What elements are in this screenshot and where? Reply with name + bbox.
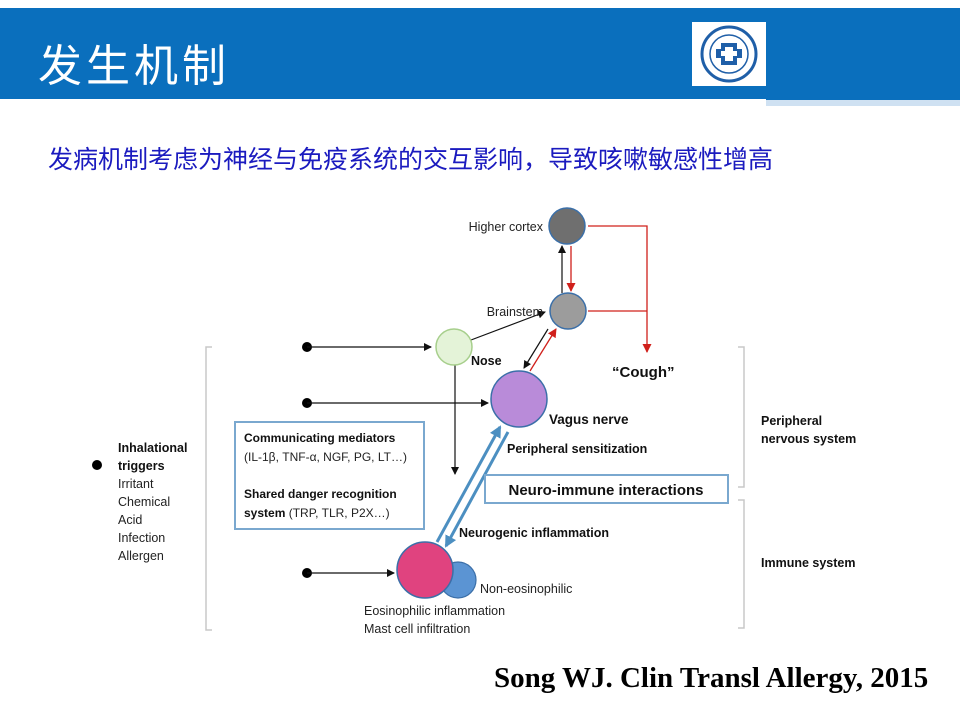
higher-cortex-node (548, 207, 586, 245)
hospital-logo (692, 22, 766, 86)
mediators-box (234, 421, 425, 530)
slide-title: 发生机制 (38, 41, 230, 92)
triggers-dot (92, 460, 102, 470)
eosinophilic-node (396, 541, 454, 599)
vagus-nerve-node (490, 370, 548, 428)
mediators-title: Communicating mediators (244, 431, 396, 445)
logo-strip-edge (766, 100, 960, 106)
trigger-infection: Infection (118, 531, 165, 545)
danger-recognition-system: system (244, 506, 285, 520)
label-non-eosinophilic: Non-eosinophilic (480, 582, 572, 596)
blue-arrow-vagus-to-immune (444, 431, 510, 548)
label-neuro-immune: Neuro-immune interactions (508, 482, 703, 499)
label-inhalational: Inhalational (118, 441, 187, 455)
brainstem-node (549, 292, 587, 330)
blue-arrow-immune-to-vagus (435, 425, 502, 543)
label-brainstem: Brainstem (487, 305, 543, 319)
trigger-allergen: Allergen (118, 549, 164, 563)
hospital-seal-icon (700, 25, 758, 83)
label-cough: “Cough” (612, 364, 674, 381)
trigger-irritant: Irritant (118, 477, 154, 491)
danger-recognition-list: (TRP, TLR, P2X…) (285, 506, 389, 520)
arrow-nose-to-brainstem (470, 310, 546, 341)
label-nervous-system: nervous system (761, 432, 856, 446)
trigger-acid: Acid (118, 513, 142, 527)
header-banner: 发生机制 (0, 0, 960, 106)
label-triggers: triggers (118, 459, 165, 473)
right-bracket-nervous (738, 346, 745, 488)
danger-recognition-line: system (TRP, TLR, P2X…) (244, 506, 390, 520)
label-eosinophilic-inflammation: Eosinophilic inflammation (364, 604, 505, 618)
label-peripheral: Peripheral (761, 414, 822, 428)
neuro-immune-box (484, 474, 729, 504)
slide-subtitle: 发病机制考虑为神经与免疫系统的交互影响，导致咳嗽敏感性增高 (48, 145, 774, 174)
logo-strip (766, 8, 960, 103)
mediators-list: (IL-1β, TNF-α, NGF, PG, LT…) (244, 450, 407, 464)
label-nose: Nose (471, 354, 502, 368)
nose-node (435, 328, 473, 366)
label-vagus-nerve: Vagus nerve (549, 412, 629, 427)
label-peripheral-sensitization: Peripheral sensitization (507, 442, 647, 456)
trigger-chemical: Chemical (118, 495, 170, 509)
header-underline (0, 96, 960, 99)
red-path-cortex-cough (588, 225, 652, 353)
right-bracket-immune (738, 499, 745, 629)
label-neurogenic-inflammation: Neurogenic inflammation (459, 526, 609, 540)
danger-recognition-title: Shared danger recognition (244, 487, 397, 501)
left-bracket (205, 346, 212, 631)
citation: Song WJ. Clin Transl Allergy, 2015 (494, 662, 929, 694)
label-mast-cell: Mast cell infiltration (364, 622, 470, 636)
label-immune-system: Immune system (761, 556, 855, 570)
label-higher-cortex: Higher cortex (469, 220, 544, 234)
arrow-vagus-to-brainstem-red (529, 328, 557, 372)
arrow-brainstem-to-vagus (523, 328, 549, 369)
